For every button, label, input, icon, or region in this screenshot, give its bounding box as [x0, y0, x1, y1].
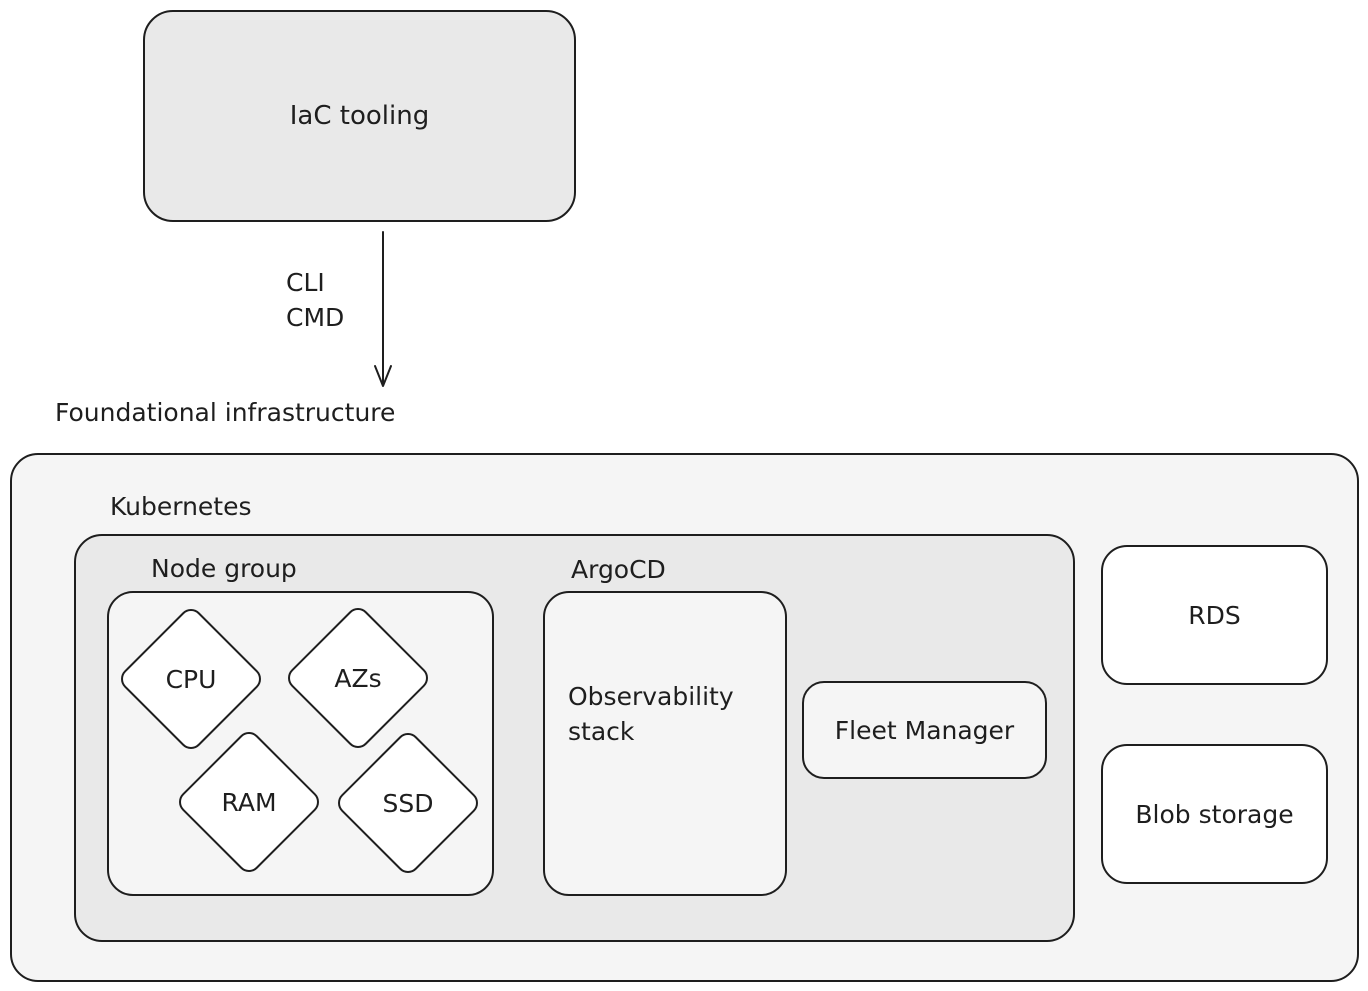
rds-box: RDS	[1101, 545, 1328, 685]
argocd-title: ArgoCD	[571, 555, 666, 584]
node-item-label: AZs	[334, 663, 382, 693]
fleet-manager-label: Fleet Manager	[834, 715, 1015, 745]
node-item-ram: RAM	[174, 727, 324, 877]
observability-label-line1: Observability	[568, 682, 734, 711]
node-item-label: CPU	[165, 664, 217, 694]
blob-storage-label: Blob storage	[1135, 799, 1294, 829]
node-item-azs: AZs	[283, 603, 433, 753]
blob-storage-box: Blob storage	[1101, 744, 1328, 884]
argocd-container	[543, 591, 787, 896]
rds-label: RDS	[1188, 600, 1241, 630]
observability-label-line2: stack	[568, 717, 635, 746]
node-item-cpu: CPU	[116, 604, 266, 754]
iac-tooling-box: IaC tooling	[143, 10, 576, 222]
node-item-label: RAM	[221, 787, 277, 817]
node-item-label: SSD	[382, 788, 434, 818]
kubernetes-title: Kubernetes	[110, 492, 252, 521]
edge-label-cli: CLI	[286, 268, 325, 297]
foundation-title: Foundational infrastructure	[55, 398, 396, 427]
iac-tooling-label: IaC tooling	[289, 101, 430, 131]
edge-label-cmd: CMD	[286, 303, 345, 332]
cli-arrow	[374, 231, 392, 387]
node-item-ssd: SSD	[333, 728, 483, 878]
fleet-manager-box: Fleet Manager	[802, 681, 1047, 779]
node-group-title: Node group	[151, 554, 297, 583]
